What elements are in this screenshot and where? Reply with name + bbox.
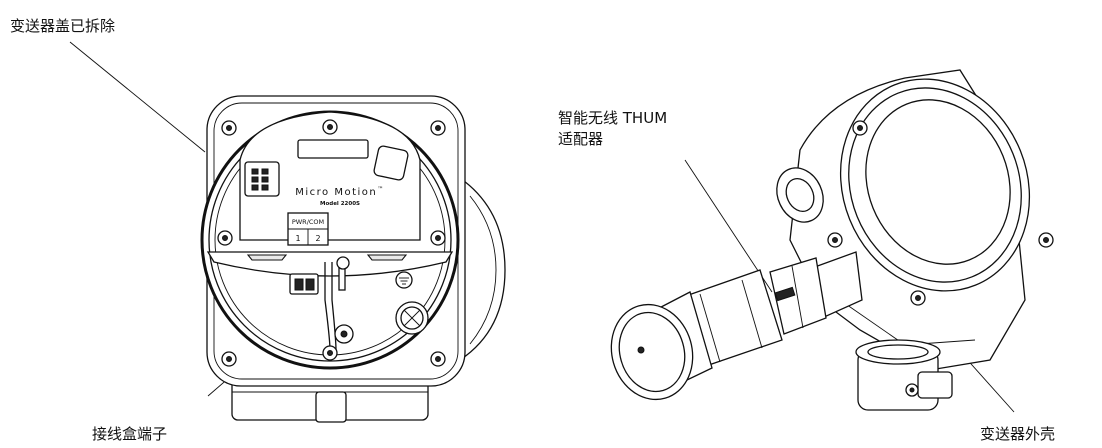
flange-bolt-bottom-right (430, 351, 446, 367)
model-label: Model 2200S (320, 201, 360, 207)
transmitter-front-view: Micro Motion™ Model 2200S PWR/COM 1 2 (200, 95, 506, 423)
leader-cover-removed (69, 41, 206, 153)
lid-bolt-upper (852, 120, 868, 136)
module-screw-top (322, 119, 338, 135)
module-window (297, 139, 369, 159)
lid-bolt-right (1038, 232, 1054, 248)
callout-terminal-block: 接线盒端子 (92, 425, 168, 443)
flange-bolt-top-left (221, 120, 237, 136)
thum-adapter-end-face (610, 303, 694, 401)
brand-label: Micro Motion™ (295, 186, 385, 198)
thum-adapter (610, 251, 863, 401)
callout-thum-adapter: 智能无线 THUM 适配器 (558, 109, 668, 148)
module-screw-left (217, 230, 233, 246)
callout-cover-removed: 变送器盖已拆除 (10, 17, 116, 35)
flange-bolt-bottom-left (221, 351, 237, 367)
electronics-module (239, 111, 421, 241)
leader-thum-adapter (684, 159, 773, 293)
housing-lid (839, 78, 1031, 292)
ground-screw (395, 271, 413, 289)
terminal-block (289, 273, 319, 295)
flange-bolt-top-right (430, 120, 446, 136)
thum-adapter-hex-nut (769, 257, 827, 335)
terminal-header-label: PWR/COM (292, 218, 324, 226)
lower-mount (855, 339, 953, 411)
upper-conduit-boss (776, 167, 824, 223)
terminal-1-label: 1 (295, 234, 300, 243)
module-connector (244, 161, 280, 197)
housing-side-boss (459, 176, 506, 362)
module-screw-bottom (322, 345, 338, 361)
terminal-label-table: PWR/COM 1 2 (287, 212, 329, 246)
module-screw-right (430, 230, 446, 246)
callout-housing: 变送器外壳 (980, 425, 1056, 443)
transmitter-with-thum-view (610, 69, 1054, 411)
module-display-port (373, 145, 409, 181)
terminal-2-label: 2 (315, 234, 320, 243)
conduit-fitting (395, 301, 429, 335)
neck-fitting (315, 391, 347, 423)
lid-bolt-lower (910, 290, 926, 306)
lid-bolt-left (827, 232, 843, 248)
